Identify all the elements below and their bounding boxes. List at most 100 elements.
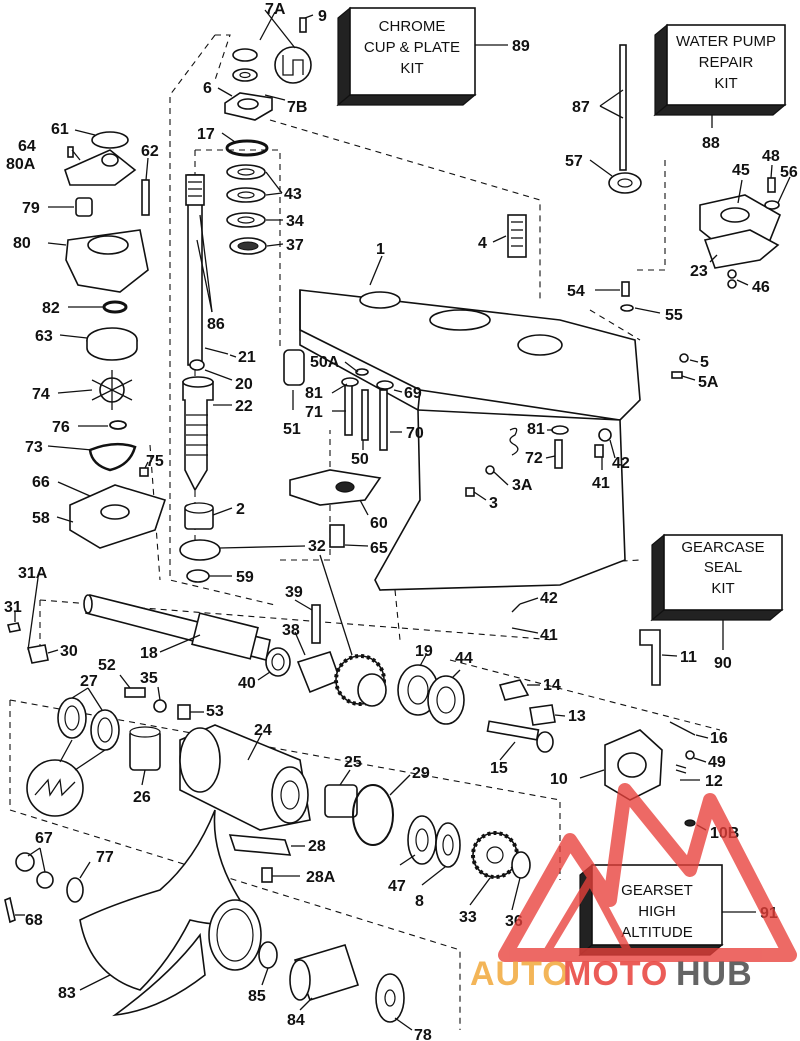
- part-ref: 26: [133, 789, 151, 806]
- part-ref: 80: [13, 235, 31, 252]
- part-ref: 4: [478, 235, 487, 252]
- part-ref: 29: [412, 765, 430, 782]
- part-ref: 6: [203, 80, 212, 97]
- part-ref: 37: [286, 237, 304, 254]
- part-ref: 87: [572, 99, 590, 116]
- kit-label-line: ALTITUDE: [621, 924, 692, 941]
- part-ref: 18: [140, 645, 158, 662]
- part-ref: 20: [235, 376, 253, 393]
- part-ref: 9: [318, 8, 327, 25]
- part-ref: 79: [22, 200, 40, 217]
- part-ref: 81: [305, 385, 323, 402]
- part-ref: 80A: [6, 156, 36, 173]
- part-ref: 72: [525, 450, 543, 467]
- part-ref: 54: [567, 283, 585, 300]
- part-ref: 21: [238, 349, 256, 366]
- part-ref: 67: [35, 830, 53, 847]
- kit-label-line: GEARSET: [621, 882, 693, 899]
- part-ref: 53: [206, 703, 224, 720]
- part-ref: 86: [207, 316, 225, 333]
- part-ref: 10: [550, 771, 568, 788]
- part-ref: 35: [140, 670, 158, 687]
- part-ref: 46: [752, 279, 770, 296]
- kit-label-line: CHROME: [379, 18, 446, 35]
- part-ref: 83: [58, 985, 76, 1002]
- part-ref: 3: [489, 495, 498, 512]
- part-ref: 50: [351, 451, 369, 468]
- part-ref: 71: [305, 404, 323, 421]
- kit-label-line: GEARCASE: [681, 539, 764, 556]
- kit-box-chrome: CHROME CUP & PLATE KIT 89: [336, 6, 530, 107]
- part-ref: 22: [235, 398, 253, 415]
- part-ref: 12: [705, 773, 723, 790]
- part-ref: 44: [455, 650, 473, 667]
- part-ref: 76: [52, 419, 70, 436]
- part-ref: 61: [51, 121, 69, 138]
- part-ref: 51: [283, 421, 301, 438]
- part-ref: 85: [248, 988, 266, 1005]
- part-ref: 15: [490, 760, 508, 777]
- kit-label-line: KIT: [400, 60, 423, 77]
- part-ref: 55: [665, 307, 683, 324]
- propeller-assembly: [4, 809, 405, 1023]
- part-ref: 42: [612, 455, 630, 472]
- kit-label-line: KIT: [714, 75, 737, 92]
- part-ref: 82: [42, 300, 60, 317]
- part-ref: 32: [308, 538, 326, 555]
- watermark-logo: [498, 783, 797, 962]
- part-ref: 38: [282, 622, 300, 639]
- part-ref: 69: [404, 385, 422, 402]
- part-ref: 75: [146, 453, 164, 470]
- part-ref: 31A: [18, 565, 48, 582]
- part-ref: 64: [18, 138, 36, 155]
- watermark-text: AUTO MOTO HUB: [470, 955, 752, 993]
- part-ref: 33: [459, 909, 477, 926]
- part-ref: 17: [197, 126, 215, 143]
- part-ref: 62: [141, 143, 159, 160]
- part-ref: 19: [415, 643, 433, 660]
- part-ref: 81: [527, 421, 545, 438]
- part-ref: 3A: [512, 477, 533, 494]
- part-ref: 57: [565, 153, 583, 170]
- part-ref: 84: [287, 1012, 305, 1029]
- driveshaft-assembly: [179, 17, 312, 583]
- part-ref: 63: [35, 328, 53, 345]
- part-ref: 8: [415, 893, 424, 910]
- part-ref: 66: [32, 474, 50, 491]
- kit-label-line: HIGH: [638, 903, 676, 920]
- part-ref: 13: [568, 708, 586, 725]
- part-ref: 5: [700, 354, 709, 371]
- part-ref: 60: [370, 515, 388, 532]
- part-ref: 48: [762, 148, 780, 165]
- part-ref: 88: [702, 135, 720, 152]
- part-ref: 16: [710, 730, 728, 747]
- part-ref: 24: [254, 722, 272, 739]
- kit-label-line: SEAL: [704, 559, 742, 576]
- water-pump-parts: [64, 131, 167, 549]
- part-ref: 70: [406, 425, 424, 442]
- part-ref-labels: 7A 9 6 7B 17 43 34 37 86 21 20 22 2 32 5…: [4, 1, 798, 1041]
- kit-label-line: WATER PUMP: [676, 33, 776, 50]
- part-ref: 52: [98, 657, 116, 674]
- kit-label-line: KIT: [711, 580, 734, 597]
- part-ref: 40: [238, 675, 256, 692]
- part-ref: 78: [414, 1027, 432, 1041]
- part-ref: 7A: [265, 1, 286, 18]
- part-ref: 28: [308, 838, 326, 855]
- part-ref: 28A: [306, 869, 336, 886]
- kit-label-line: CUP & PLATE: [364, 39, 460, 56]
- part-ref: 50A: [310, 354, 340, 371]
- part-ref: 56: [780, 164, 798, 181]
- kit-box-gearcase-seal: GEARCASE SEAL KIT 90: [650, 533, 784, 672]
- part-ref: 89: [512, 38, 530, 55]
- part-ref: 14: [543, 677, 561, 694]
- watermark-part: MOTO: [563, 955, 668, 993]
- part-ref: 41: [540, 627, 558, 644]
- part-ref: 43: [284, 186, 302, 203]
- part-ref: 73: [25, 439, 43, 456]
- leader-lines: [14, 9, 791, 1031]
- part-ref: 58: [32, 510, 50, 527]
- part-ref: 1: [376, 241, 385, 258]
- part-ref: 49: [708, 754, 726, 771]
